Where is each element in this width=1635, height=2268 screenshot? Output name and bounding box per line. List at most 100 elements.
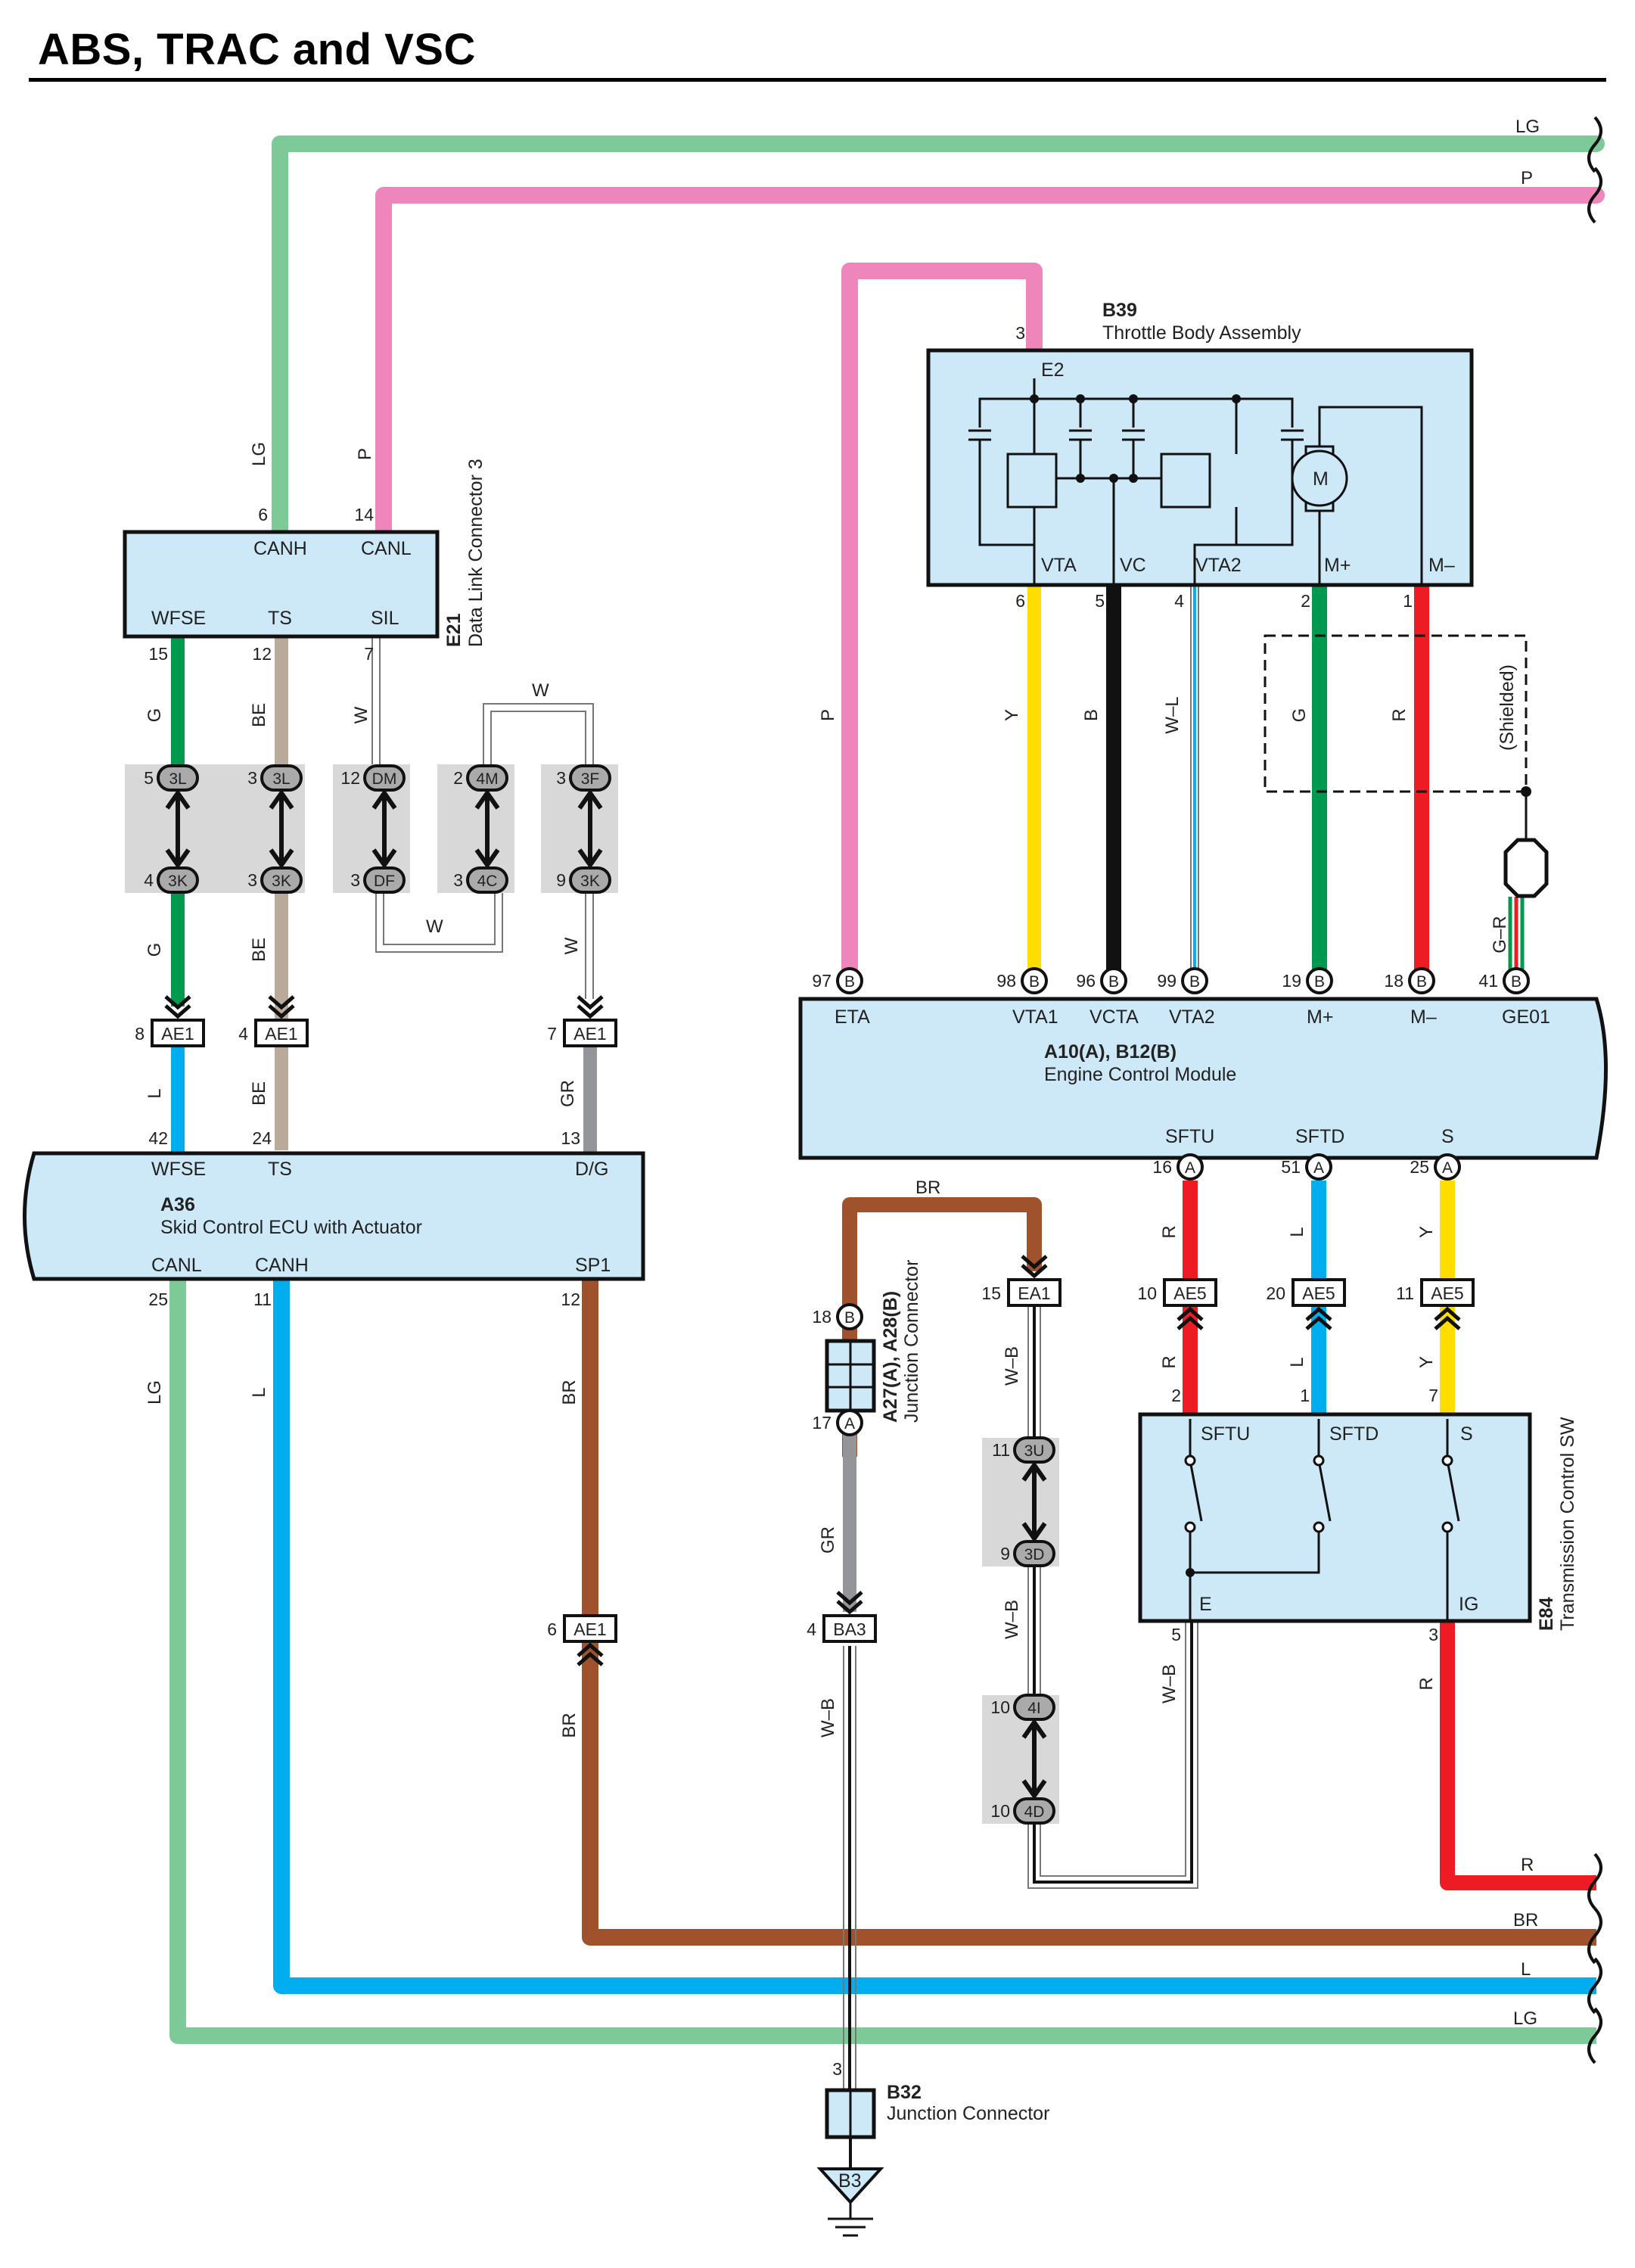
ecm-pin-badge: A 16 (1152, 1153, 1204, 1181)
ecm-pin-number: 99 (1157, 971, 1177, 991)
wire-color-label: R (1159, 1355, 1180, 1368)
connector-id: 4D (1024, 1803, 1045, 1821)
ecm-pin-vta1: VTA1 (1012, 1006, 1058, 1028)
connector-id: 4I (1027, 1700, 1041, 1717)
ecm-pin-ge01: GE01 (1502, 1006, 1550, 1028)
connector-id: AE5 (1173, 1283, 1206, 1303)
tcsw-pin-number: 1 (1300, 1386, 1310, 1405)
ecm-pin-badge-letter: B (1108, 973, 1119, 991)
tcsw-pin-sftu: SFTU (1201, 1423, 1250, 1445)
throttle-junction-dots (1030, 394, 1241, 483)
connector-id: EA1 (1018, 1283, 1050, 1303)
connector-pin: 10 (990, 1697, 1010, 1717)
ecm-pin-badge-letter: A (1185, 1159, 1195, 1177)
connector-id: 3L (169, 770, 186, 788)
wire-color-label: P (818, 709, 838, 721)
ecm-name: Engine Control Module (1044, 1064, 1236, 1085)
edge-label-r: R (1521, 1855, 1534, 1875)
skid-name: Skid Control ECU with Actuator (160, 1217, 422, 1238)
ecm-pin-vcta: VCTA (1089, 1006, 1139, 1028)
ecm-pin-badge: A25 (1410, 1153, 1461, 1181)
ground-label: B3 (838, 2170, 862, 2192)
ecm-pin-vta2: VTA2 (1169, 1006, 1215, 1028)
connector-pin: 2 (453, 768, 463, 788)
ecm-pin-badge: B18 (1384, 967, 1435, 994)
connector-pin: 9 (556, 870, 566, 890)
connector-mating-arrow (1021, 1718, 1047, 1800)
connector-ae1: AE1 4 (238, 995, 309, 1047)
skid-pin-number: 42 (148, 1128, 168, 1148)
connector-pin: 7 (547, 1024, 557, 1044)
wire-color-label: P (355, 448, 375, 460)
jc-pin-badge: B18 (812, 1303, 863, 1330)
junction-connector-b32: B32 Junction Connector B3 (816, 2082, 1049, 2237)
connector-3k: 3K4 (144, 866, 199, 894)
ecm-pin-badge-letter: B (1314, 973, 1325, 991)
throttle-pin-number: 5 (1095, 591, 1105, 611)
wire-color-label: BE (249, 938, 269, 962)
skid-pin-wfse: WFSE (151, 1159, 206, 1180)
wire-color-label: LG (145, 1380, 165, 1405)
connector-id: 4M (476, 770, 498, 788)
wire-color-label: W (426, 916, 443, 937)
connector-4c: 4C3 (453, 866, 508, 894)
dlc3-pin-number: 15 (148, 644, 168, 664)
ecm-pin-number: 16 (1152, 1157, 1172, 1177)
jc-b32-code: B32 (887, 2082, 922, 2103)
dlc3-pin-canh: CANH (253, 538, 307, 559)
wire-color-label: B (1081, 709, 1102, 721)
connector-mating-arrow (165, 789, 191, 870)
connector-pin: 4 (238, 1024, 248, 1044)
ecm-pin-badge-letter: A (1442, 1159, 1453, 1177)
connector-id: AE1 (265, 1024, 297, 1044)
tcsw-pin-sftd: SFTD (1329, 1423, 1379, 1445)
wire-color-label: G (1289, 708, 1310, 723)
wire-color-label: GR (818, 1526, 838, 1554)
throttle-pin-mminus: M– (1428, 555, 1455, 576)
wire-color-label: BR (915, 1178, 940, 1198)
connector-id: 4C (477, 873, 498, 890)
ecm-pin-badge: B19 (1282, 967, 1333, 994)
tcsw-name: Transmission Control SW (1557, 1417, 1578, 1631)
wire-w-loop (375, 703, 594, 999)
wire-gr-ge01 (1508, 897, 1525, 981)
connector-id: AE1 (161, 1024, 194, 1044)
connector-df: DF3 (350, 866, 406, 894)
throttle-pin-e2: E2 (1041, 359, 1065, 381)
connector-id: AE1 (573, 1619, 606, 1639)
throttle-code: B39 (1102, 300, 1137, 321)
jc-pin-badge-letter: B (844, 1309, 855, 1327)
harness-break-marks (1587, 116, 1602, 2064)
ecm-pin-number: 96 (1076, 971, 1096, 991)
connector-pin: 3 (350, 870, 360, 890)
skid-pin-number: 12 (561, 1290, 580, 1309)
connector-id: AE5 (1302, 1283, 1335, 1303)
jc-pin-badge-letter: A (844, 1415, 855, 1433)
wires (169, 135, 1605, 2090)
ecm-pin-badge-letter: B (1189, 973, 1200, 991)
tcsw-pin-s: S (1460, 1423, 1473, 1445)
ecm-pin-number: 51 (1281, 1157, 1301, 1177)
tcsw-pin-number: 5 (1171, 1625, 1181, 1644)
connector-4m: 4M 2 (453, 764, 508, 792)
connector-pin: 3 (556, 768, 566, 788)
wire-color-label: G (145, 943, 165, 957)
skid-pin-canl: CANL (151, 1255, 202, 1276)
ecm-pin-mminus: M– (1410, 1006, 1437, 1028)
jc-pin-number: 17 (812, 1413, 831, 1433)
ecm-pin-sftd: SFTD (1295, 1126, 1344, 1147)
wire-br-ea1 (842, 1197, 1042, 1457)
throttle-pin-number: 1 (1403, 591, 1413, 611)
connector-pin: 11 (1396, 1283, 1414, 1303)
ecm-pin-badge: B41 (1478, 967, 1530, 994)
skid-pin-canh: CANH (255, 1255, 309, 1276)
skid-pin-ts: TS (268, 1159, 292, 1180)
skid-pin-sp1: SP1 (575, 1255, 611, 1276)
tcsw-switch-contacts (1189, 1419, 1460, 1621)
wire-l-canh (273, 1279, 1596, 1994)
